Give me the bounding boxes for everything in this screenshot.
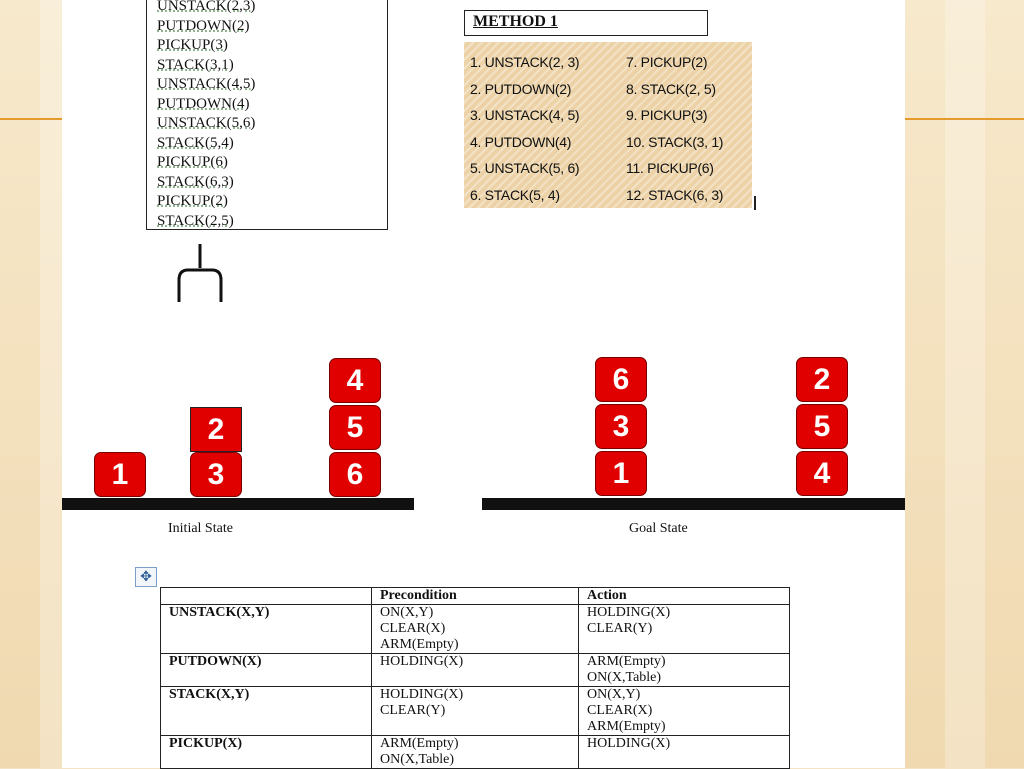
operator-list-item: PICKUP(6) bbox=[157, 154, 228, 170]
method-step: 2. PUTDOWN(2) bbox=[470, 80, 572, 97]
method-step: 1. UNSTACK(2, 3) bbox=[470, 54, 580, 70]
operator-list-item: PUTDOWN(2) bbox=[157, 17, 250, 34]
operator-list-item: STACK(2,5) bbox=[157, 212, 234, 229]
block-1: 1 bbox=[94, 452, 146, 497]
method-column-1: 1. UNSTACK(2, 3) 2. PUTDOWN(2) 3. UNSTAC… bbox=[470, 52, 580, 212]
goal-block-6: 6 bbox=[595, 357, 647, 402]
operator-cell: STACK(X,Y) bbox=[160, 686, 372, 736]
operator-list-item: STACK(3,1) bbox=[157, 56, 234, 73]
goal-block-2: 2 bbox=[796, 357, 848, 402]
goal-state-label: Goal State bbox=[629, 521, 688, 536]
operator-list-item: PICKUP(3) bbox=[157, 37, 228, 53]
move-handle-icon[interactable]: ✥ bbox=[135, 567, 157, 587]
action-cell: ON(X,Y) CLEAR(X) ARM(Empty) bbox=[578, 686, 790, 736]
action-item: CLEAR(X) bbox=[587, 703, 653, 718]
method-steps-box: 1. UNSTACK(2, 3) 2. PUTDOWN(2) 3. UNSTAC… bbox=[464, 42, 752, 208]
block-4: 4 bbox=[329, 358, 381, 403]
operator-list-item: UNSTACK(4,5) bbox=[157, 76, 256, 92]
table-row: STACK(X,Y) HOLDING(X) CLEAR(Y) ON(X,Y) C… bbox=[160, 686, 790, 736]
operator-cell: PUTDOWN(X) bbox=[160, 653, 372, 687]
operator-list-item: STACK(5,4) bbox=[157, 134, 234, 151]
goal-block-1: 1 bbox=[595, 451, 647, 496]
action-item: CLEAR(Y) bbox=[587, 621, 653, 636]
operator-list-item: PUTDOWN(4) bbox=[157, 95, 250, 112]
table-row: UNSTACK(X,Y) ON(X,Y) CLEAR(X) ARM(Empty)… bbox=[160, 604, 790, 654]
accent-line-left bbox=[0, 118, 62, 120]
precondition-cell: ON(X,Y) CLEAR(X) ARM(Empty) bbox=[371, 604, 579, 654]
action-cell: HOLDING(X) bbox=[578, 735, 790, 769]
action-item: ARM(Empty) bbox=[587, 719, 666, 734]
block-6: 6 bbox=[329, 452, 381, 497]
method-step: 9. PICKUP(3) bbox=[626, 107, 708, 124]
robot-gripper-icon bbox=[177, 244, 223, 302]
precondition-item: ARM(Empty) bbox=[380, 637, 459, 652]
method-step: 11. PICKUP(6) bbox=[626, 160, 714, 177]
operator-cell: UNSTACK(X,Y) bbox=[160, 604, 372, 654]
action-item: HOLDING(X) bbox=[587, 605, 671, 620]
method-step: 7. PICKUP(2) bbox=[626, 54, 708, 70]
method-step: 5. UNSTACK(5, 6) bbox=[470, 160, 580, 177]
precondition-cell: HOLDING(X) bbox=[371, 653, 579, 687]
method-step: 3. UNSTACK(4, 5) bbox=[470, 107, 580, 124]
initial-table-surface bbox=[62, 498, 414, 510]
operator-list-item: PICKUP(2) bbox=[157, 193, 228, 209]
action-item: ARM(Empty) bbox=[587, 654, 666, 669]
goal-block-3: 3 bbox=[595, 404, 647, 449]
table-header-cell: Precondition bbox=[371, 587, 579, 605]
method-step: 12. STACK(6, 3) bbox=[626, 186, 724, 203]
method-step: 6. STACK(5, 4) bbox=[470, 186, 560, 203]
table-header-cell bbox=[160, 587, 372, 605]
action-item: ON(X,Table) bbox=[587, 670, 662, 685]
goal-block-4: 4 bbox=[796, 451, 848, 496]
operator-list-item: UNSTACK(5,6) bbox=[157, 115, 256, 131]
precondition-item: HOLDING(X) bbox=[380, 687, 464, 702]
block-3: 3 bbox=[190, 452, 242, 497]
precondition-item: ON(X,Table) bbox=[380, 752, 455, 767]
background-left bbox=[0, 0, 62, 768]
goal-block-5: 5 bbox=[796, 404, 848, 449]
precondition-item: CLEAR(X) bbox=[380, 621, 446, 636]
precondition-item: ARM(Empty) bbox=[380, 736, 459, 751]
block-5: 5 bbox=[329, 405, 381, 450]
operator-cell: PICKUP(X) bbox=[160, 735, 372, 769]
table-row: PICKUP(X) ARM(Empty) ON(X,Table) HOLDING… bbox=[160, 735, 790, 769]
initial-state-label: Initial State bbox=[168, 521, 233, 536]
method-title: METHOD 1 bbox=[464, 10, 708, 36]
precondition-item: HOLDING(X) bbox=[380, 654, 464, 669]
method-step: 10. STACK(3, 1) bbox=[626, 133, 724, 150]
operator-list-item: UNSTACK(2,3) bbox=[157, 0, 256, 14]
strips-operator-table: Precondition Action UNSTACK(X,Y) ON(X,Y)… bbox=[160, 587, 790, 769]
table-row: PUTDOWN(X) HOLDING(X) ARM(Empty) ON(X,Ta… bbox=[160, 653, 790, 687]
operator-list: UNSTACK(2,3) PUTDOWN(2) PICKUP(3) STACK(… bbox=[146, 0, 388, 230]
precondition-item: CLEAR(Y) bbox=[380, 703, 446, 718]
method-column-2: 7. PICKUP(2) 8. STACK(2, 5) 9. PICKUP(3)… bbox=[626, 52, 723, 212]
action-item: HOLDING(X) bbox=[587, 736, 671, 751]
precondition-item: ON(X,Y) bbox=[380, 605, 434, 620]
precondition-cell: ARM(Empty) ON(X,Table) bbox=[371, 735, 579, 769]
method-step: 8. STACK(2, 5) bbox=[626, 80, 716, 97]
text-cursor bbox=[754, 196, 756, 210]
method-step: 4. PUTDOWN(4) bbox=[470, 133, 572, 150]
background-right bbox=[905, 0, 1024, 768]
table-header-cell: Action bbox=[578, 587, 790, 605]
precondition-cell: HOLDING(X) CLEAR(Y) bbox=[371, 686, 579, 736]
action-cell: ARM(Empty) ON(X,Table) bbox=[578, 653, 790, 687]
operator-list-item: STACK(6,3) bbox=[157, 173, 234, 190]
action-cell: HOLDING(X) CLEAR(Y) bbox=[578, 604, 790, 654]
block-2: 2 bbox=[190, 407, 242, 452]
accent-line-right bbox=[905, 118, 1024, 120]
goal-table-surface bbox=[482, 498, 905, 510]
table-header-row: Precondition Action bbox=[160, 587, 790, 605]
action-item: ON(X,Y) bbox=[587, 687, 641, 702]
